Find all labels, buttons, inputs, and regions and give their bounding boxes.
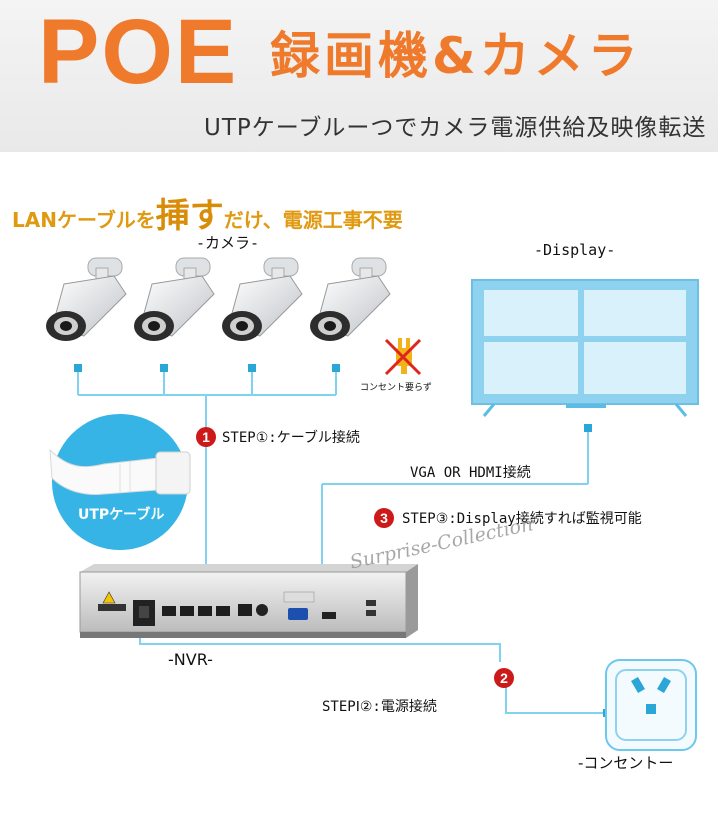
step-2-text: STEPⅠ②:電源接続 <box>322 699 437 715</box>
outlet-label: -コンセントー <box>578 754 674 772</box>
power-outlet <box>605 659 697 751</box>
step-3-text: STEP③:Display接続すれば監視可能 <box>402 511 642 527</box>
step-3-badge: 3 <box>374 508 394 528</box>
step-1-text: STEP①:ケーブル接続 <box>222 430 360 446</box>
vga-hdmi-label: VGA OR HDMI接続 <box>410 465 531 481</box>
camera-1 <box>46 257 127 341</box>
utp-cable-illustration <box>49 414 191 550</box>
display-label: -Display- <box>534 241 616 259</box>
camera-2 <box>134 257 215 341</box>
banner-text-2: だけ、電源工事不要 <box>223 208 403 232</box>
nvr-label: -NVR- <box>168 650 213 669</box>
nvr-recorder <box>79 564 418 638</box>
camera-4 <box>310 257 391 341</box>
utp-cable-label: UTPケーブル <box>78 507 165 523</box>
no-plug-icon <box>384 338 422 376</box>
camera-cables <box>77 370 606 714</box>
display-monitor <box>471 279 699 417</box>
product-subtitle: UTPケーブルーつでカメラ電源供給及映像転送 <box>204 115 707 141</box>
step-1-badge: 1 <box>196 427 216 447</box>
camera-label: -カメラ- <box>196 234 260 252</box>
poe-heading: POE <box>38 1 239 103</box>
banner-emphasis: 挿す <box>155 196 224 236</box>
header-banner: POE 録画機&カメラ UTPケーブルーつでカメラ電源供給及映像転送 <box>0 0 718 152</box>
product-title: 録画機&カメラ <box>270 27 642 85</box>
no-outlet-label: コンセント要らず <box>360 383 432 393</box>
camera-3 <box>222 257 303 341</box>
banner-text-1: LANケーブルを <box>12 208 156 232</box>
feature-banner: LANケーブルを挿すだけ、電源工事不要 <box>12 199 403 237</box>
step-2-badge: 2 <box>494 668 514 688</box>
